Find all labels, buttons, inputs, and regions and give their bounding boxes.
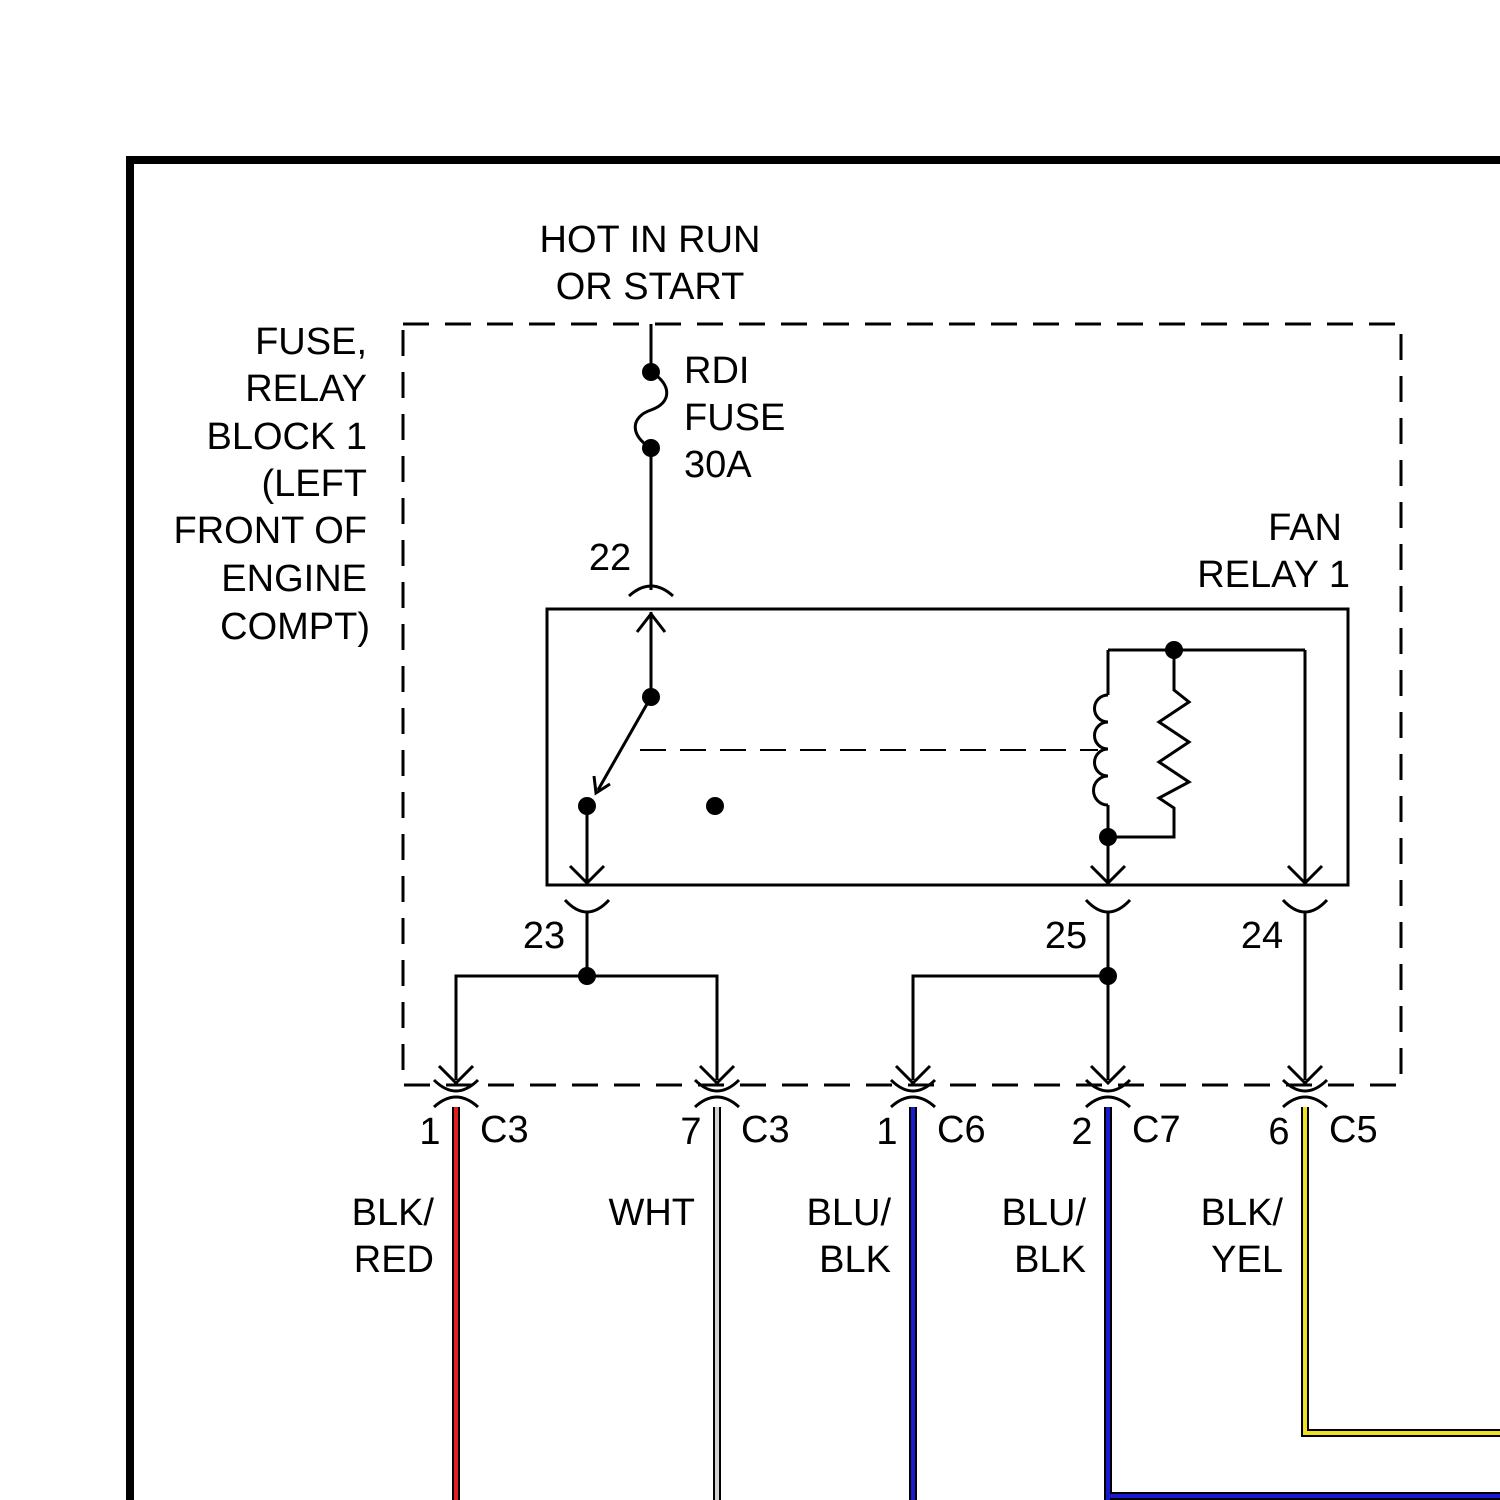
wire-color-label-line1: WHT [608,1192,695,1234]
connector-pin-label: 6 [1268,1111,1289,1153]
wire-color-label-line1: BLU/ [807,1192,892,1234]
fuse-block-label-line4: (LEFT [261,463,367,505]
relay-resistor [1108,641,1189,837]
splice-23 [578,967,596,985]
power-source-label-line1: HOT IN RUN [540,219,761,261]
connector-male [695,1097,739,1107]
fuse-block-label-line2: RELAY [245,368,367,410]
terminal-25: 25 [1045,900,1130,957]
connector-male [434,1097,478,1107]
connector-pin-label: 7 [680,1111,701,1153]
power-source-label-line2: OR START [556,266,745,308]
relay-switch [570,612,724,883]
wire-color-label-line2: BLK [819,1239,891,1281]
wire-color-label-line1: BLK/ [352,1192,435,1234]
connector-pin-label: 2 [1071,1111,1092,1153]
terminal-22-connector [629,586,673,596]
terminal-24-label: 24 [1241,915,1283,957]
fuse-block-label-line6: ENGINE [221,558,367,600]
relay-coil-feed [1288,650,1322,883]
connector-id-label: C6 [937,1109,986,1151]
connector-male [1086,1097,1130,1107]
fuse-block-outline [403,324,1401,1085]
wire-color-label-line1: BLK/ [1201,1192,1284,1234]
terminal-22-label: 22 [589,537,631,579]
wire-color-label-line2: RED [354,1239,434,1281]
connector-pin-label: 1 [876,1111,897,1153]
terminal-23: 23 [523,900,609,957]
fuse-block-label: FUSE, RELAY BLOCK 1 (LEFT FRONT OF ENGIN… [173,321,370,648]
wire-color-label-line1: BLU/ [1002,1192,1087,1234]
wire-color-label-line2: YEL [1211,1239,1283,1281]
fuse-block-label-line7: COMPT) [220,606,370,648]
relay-label-line2: RELAY 1 [1197,554,1350,596]
wire-color-label-line2: BLK [1014,1239,1086,1281]
terminal-25-label: 25 [1045,915,1087,957]
connector-pin-label: 1 [419,1111,440,1153]
terminal-23-label: 23 [523,915,565,957]
fuse-block-label-line3: BLOCK 1 [206,416,367,458]
fuse-block-label-line1: FUSE, [255,321,367,363]
internal-wiring [456,912,1305,1080]
connector-id-label: C5 [1329,1109,1378,1151]
connector-male [1283,1097,1327,1107]
wire-outline [1305,1107,1500,1433]
relay-unused-contact [706,797,724,815]
relay-coil [1091,650,1305,883]
fuse-label-line3: 30A [684,444,752,486]
relay-label-line1: FAN [1268,507,1342,549]
fuse-label-line2: FUSE [684,397,785,439]
fuse-block-label-line5: FRONT OF [173,510,367,552]
terminal-24: 24 [1241,900,1327,957]
connector-id-label: C3 [480,1109,529,1151]
fuse-label-line1: RDI [684,350,749,392]
fuse-symbol [635,372,667,448]
connector-id-label: C7 [1132,1109,1181,1151]
connector-male [891,1097,935,1107]
wire-color [1305,1107,1500,1433]
connector-id-label: C3 [741,1109,790,1151]
splice-25 [1099,967,1117,985]
